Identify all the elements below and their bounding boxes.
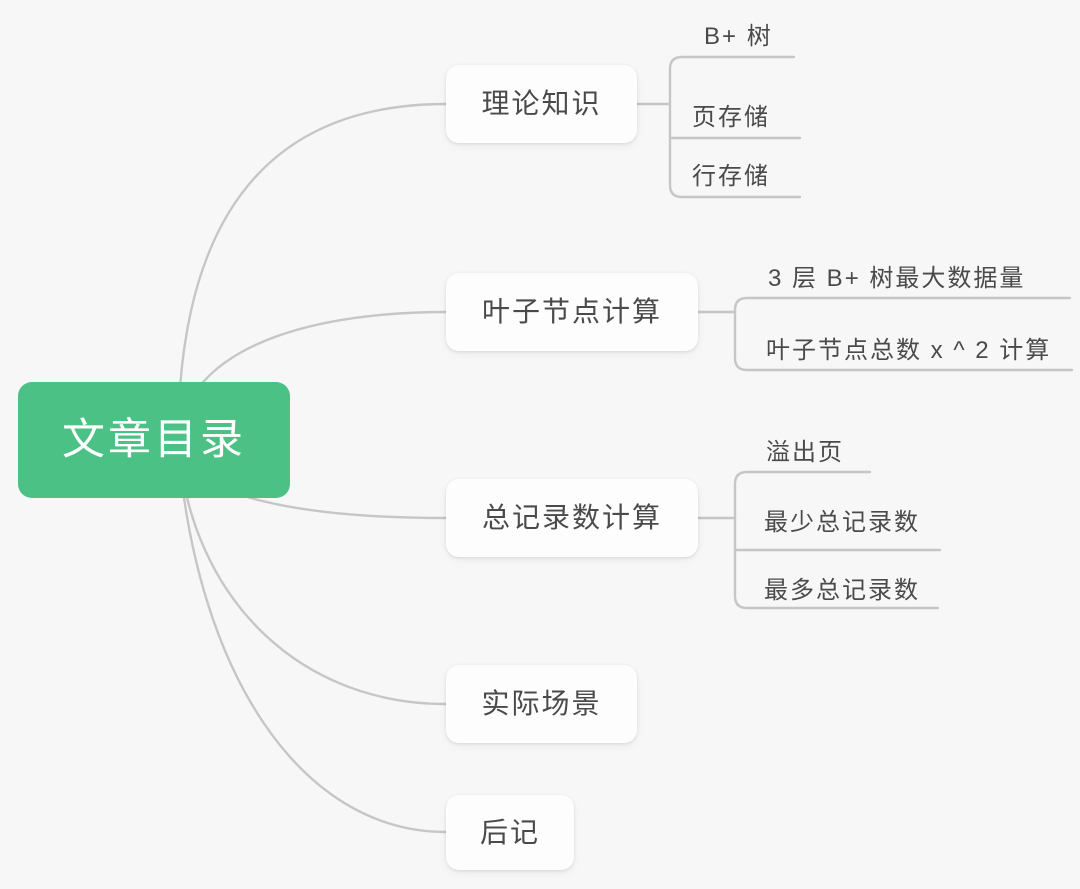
- leaf-node-1-3[interactable]: 行存储: [692, 160, 770, 194]
- leaf-node-3-1[interactable]: 溢出页: [766, 436, 844, 470]
- leaf-node-2-2-label: 叶子节点总数 x ^ 2 计算: [766, 337, 1052, 364]
- leaf-node-1-3-label: 行存储: [692, 163, 770, 190]
- leaf-node-2-1[interactable]: 3 层 B+ 树最大数据量: [768, 262, 1025, 296]
- leaf-node-1-2-label: 页存储: [692, 104, 770, 131]
- root-node-label: 文章目录: [62, 415, 246, 464]
- branch-node-5-label: 后记: [479, 816, 540, 848]
- branch-node-1[interactable]: 理论知识: [446, 65, 637, 143]
- branch-node-1-label: 理论知识: [481, 88, 602, 119]
- leaf-node-2-1-label: 3 层 B+ 树最大数据量: [768, 265, 1026, 292]
- leaf-node-3-3[interactable]: 最多总记录数: [764, 574, 920, 608]
- branch-node-3-label: 总记录数计算: [481, 502, 662, 533]
- leaf-node-1-1[interactable]: B+ 树: [704, 20, 773, 54]
- branch-node-2[interactable]: 叶子节点计算: [446, 273, 698, 351]
- leaf-node-1-1-label: B+ 树: [704, 23, 773, 50]
- leaf-node-3-2-label: 最少总记录数: [764, 509, 920, 536]
- leaf-node-1-2[interactable]: 页存储: [692, 101, 770, 135]
- leaf-node-3-3-label: 最多总记录数: [764, 577, 920, 604]
- branch-node-4[interactable]: 实际场景: [446, 665, 637, 743]
- leaf-node-2-2[interactable]: 叶子节点总数 x ^ 2 计算: [766, 334, 1051, 368]
- leaf-node-3-2[interactable]: 最少总记录数: [764, 506, 920, 540]
- branch-node-2-label: 叶子节点计算: [481, 296, 662, 327]
- leaf-node-3-1-label: 溢出页: [766, 439, 844, 466]
- branch-node-4-label: 实际场景: [481, 688, 602, 719]
- root-node[interactable]: 文章目录: [18, 382, 290, 498]
- branch-node-3[interactable]: 总记录数计算: [446, 479, 698, 557]
- branch-node-5[interactable]: 后记: [446, 795, 574, 870]
